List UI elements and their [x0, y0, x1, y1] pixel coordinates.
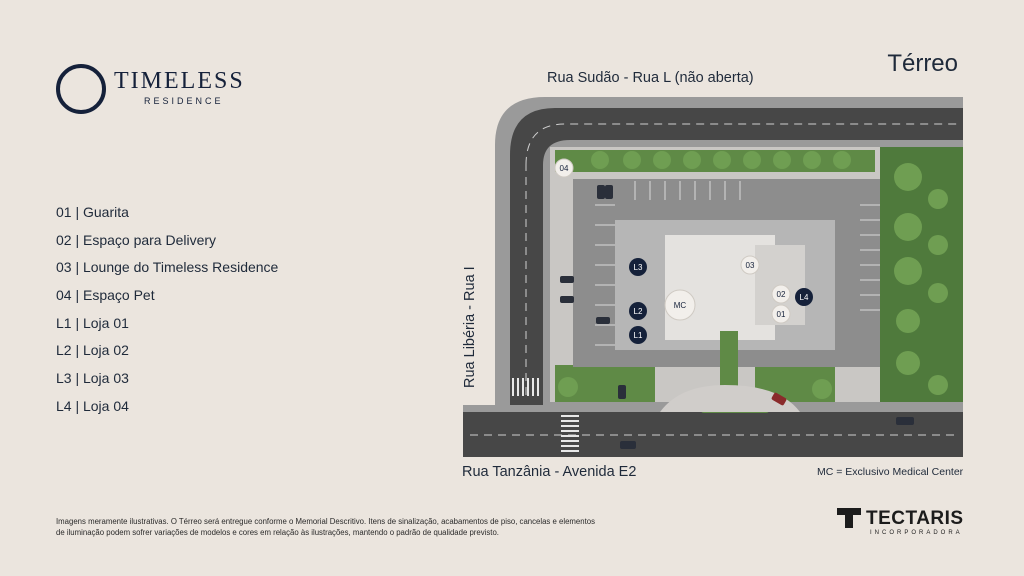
- page-title: Térreo: [887, 50, 958, 77]
- svg-text:L2: L2: [634, 307, 643, 316]
- svg-text:04: 04: [560, 164, 569, 173]
- developer-name: TECTARIS: [866, 508, 964, 529]
- crosswalk-left: [512, 378, 539, 396]
- legend-item-loja-01: L1 | Loja 01: [56, 314, 129, 331]
- cars: [560, 185, 914, 449]
- street-label-bottom: Rua Tanzânia - Avenida E2: [462, 464, 637, 480]
- street-label-top: Rua Sudão - Rua L (não aberta): [547, 70, 754, 86]
- site-plan: 04 03 02 01 L3 L2 L1 L4 MC: [463, 97, 963, 457]
- marker-01: 01: [771, 304, 791, 324]
- svg-text:L4: L4: [800, 293, 809, 302]
- timeless-logo-mark: [56, 64, 106, 114]
- marker-l3: L3: [629, 258, 647, 276]
- legend-item-pet: 04 | Espaço Pet: [56, 287, 155, 304]
- legend-item-loja-03: L3 | Loja 03: [56, 370, 129, 387]
- svg-text:03: 03: [746, 261, 755, 270]
- entrance-drive: [660, 385, 800, 412]
- brand-name: TIMELESS: [114, 68, 245, 94]
- road-top-left: [510, 108, 963, 405]
- svg-text:MC: MC: [674, 301, 687, 310]
- marker-l2: L2: [629, 302, 647, 320]
- legend-item-guarita: 01 | Guarita: [56, 204, 129, 220]
- tectaris-icon: [837, 508, 861, 528]
- developer-subtitle: INCORPORADORA: [870, 530, 963, 536]
- marker-l4: L4: [795, 288, 813, 306]
- disclaimer: Imagens meramente ilustrativas. O Térreo…: [56, 517, 595, 537]
- svg-text:L3: L3: [634, 263, 643, 272]
- svg-text:02: 02: [777, 290, 786, 299]
- trees: [558, 151, 948, 399]
- legend-item-loja-02: L2 | Loja 02: [56, 342, 129, 359]
- central-planter: [720, 331, 738, 386]
- legend-item-loja-04: L4 | Loja 04: [56, 397, 129, 414]
- legend-item-delivery: 02 | Espaço para Delivery: [56, 231, 217, 248]
- marker-02: 02: [771, 284, 791, 304]
- timeless-logo: TIMELESS RESIDENCE: [56, 64, 266, 114]
- legend: 01 | Guarita 02 | Espaço para Delivery 0…: [56, 202, 278, 424]
- tectaris-logo: TECTARIS INCORPORADORA: [836, 506, 966, 540]
- marker-l1: L1: [629, 326, 647, 344]
- marker-03: 03: [740, 255, 760, 275]
- car-red: [771, 392, 787, 406]
- parking-stalls: [595, 181, 880, 346]
- svg-text:L1: L1: [634, 331, 643, 340]
- brand-subtitle: RESIDENCE: [144, 96, 224, 106]
- svg-text:01: 01: [777, 310, 786, 319]
- mc-note: MC = Exclusivo Medical Center: [817, 466, 964, 478]
- marker-04: 04: [554, 158, 574, 178]
- marker-mc: MC: [664, 289, 696, 321]
- legend-item-lounge: 03 | Lounge do Timeless Residence: [56, 259, 279, 276]
- crosswalk-bottom: [561, 415, 579, 452]
